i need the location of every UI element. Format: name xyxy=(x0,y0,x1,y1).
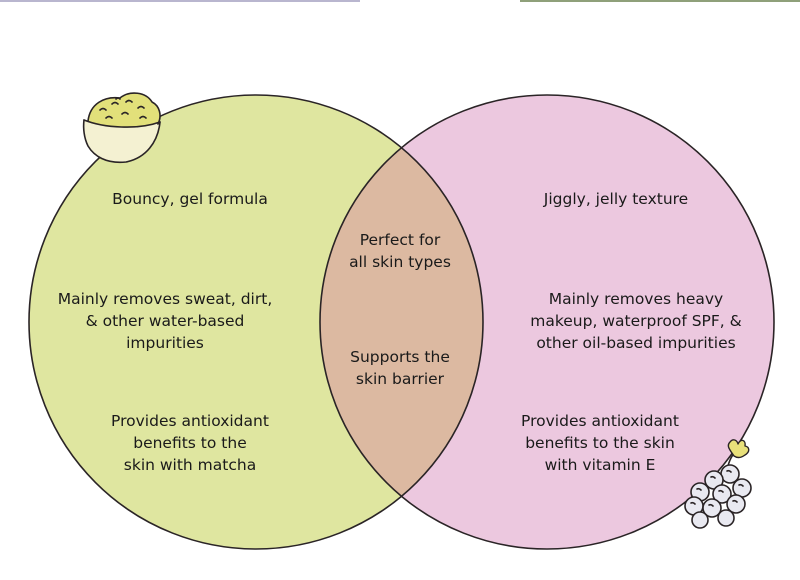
overlap-region xyxy=(320,95,483,549)
right-item-removes: Mainly removes heavy makeup, waterproof … xyxy=(530,290,742,352)
left-item-texture: Bouncy, gel formula xyxy=(112,190,268,208)
right-item-texture: Jiggly, jelly texture xyxy=(543,190,689,208)
matcha-bowl-icon xyxy=(82,92,161,164)
top-edge-strip-right xyxy=(520,0,800,2)
overlap-item-skin-types: Perfect for all skin types xyxy=(349,231,451,271)
left-circle-outline xyxy=(28,94,484,550)
right-item-antioxidant: Provides antioxidant benefits to the ski… xyxy=(521,412,679,474)
overlap-item-barrier: Supports the skin barrier xyxy=(350,348,450,388)
grapes-icon xyxy=(684,439,752,529)
top-edge-strip-left xyxy=(0,0,360,2)
left-item-antioxidant: Provides antioxidant benefits to the ski… xyxy=(111,412,269,474)
left-item-removes: Mainly removes sweat, dirt, & other wate… xyxy=(57,290,273,352)
right-circle-outline xyxy=(319,94,775,550)
